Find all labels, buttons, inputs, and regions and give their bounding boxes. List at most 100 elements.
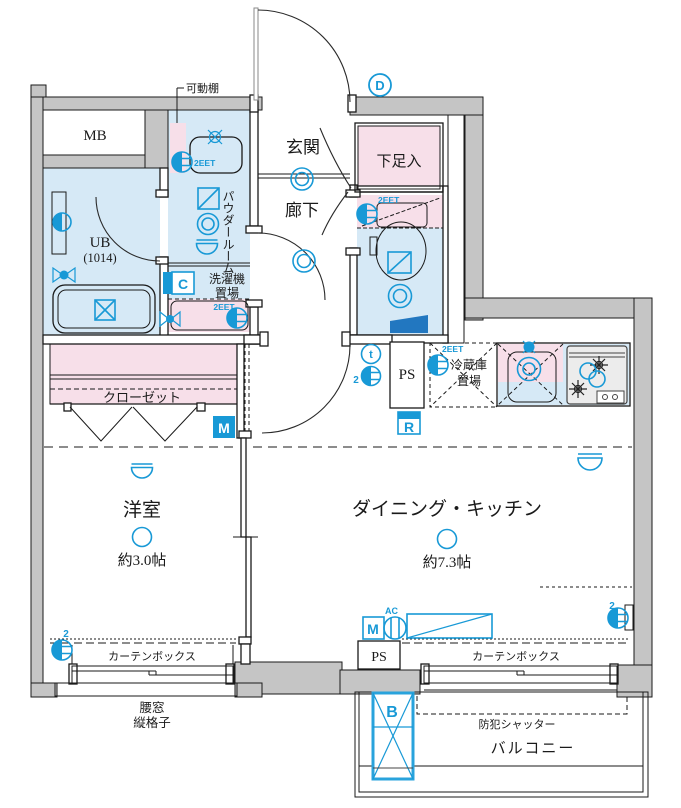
ac-unit-diagonal: [406, 613, 493, 639]
bath-light-fill: [53, 213, 62, 231]
powder-room-door-arc: [257, 232, 326, 301]
water-heater-box: [371, 691, 415, 781]
wall-toilet-right: [442, 185, 449, 344]
entrance-door-leaf: [253, 7, 259, 101]
hall-light-icon: [290, 167, 314, 191]
unit-bath-label: UB: [90, 235, 111, 251]
fridge-label1: 冷蔵庫: [451, 358, 487, 372]
shutter-dashed-box: [416, 696, 628, 715]
mirror-light-icon: [197, 187, 220, 210]
wall-segment: [349, 96, 484, 116]
toilet-floor: [357, 228, 443, 335]
closet: [50, 374, 237, 442]
window-frame: [225, 663, 235, 685]
balcony-label: バルコニー: [491, 741, 576, 757]
fridge-x: [429, 342, 498, 408]
outlet-icon-dk: [607, 607, 629, 629]
wall-segment: [30, 84, 47, 99]
toilet-door-arc: [321, 191, 349, 236]
outlet-icon-west: [51, 639, 73, 661]
b-badge-letter: B: [386, 704, 398, 721]
outlet-icon-toilet: [356, 203, 378, 225]
unit-bath-size: (1014): [83, 251, 116, 265]
wall-segment: [30, 682, 58, 698]
bath-counter: [51, 191, 67, 255]
r-badge-letter: R: [404, 419, 414, 435]
stove-panel: [596, 390, 625, 404]
waist-window-label: 腰窓: [139, 700, 164, 715]
window-frame: [609, 663, 619, 685]
unit-bath-floor: [43, 168, 160, 337]
eet-label-powder: 2EET: [194, 158, 216, 168]
folding-door: [69, 406, 133, 442]
entrance-door-frame: [347, 94, 357, 113]
wall-segment: [339, 669, 421, 695]
movable-shelf-label: 可動棚: [186, 81, 219, 95]
balcony: [354, 691, 649, 798]
t-badge-circle: [360, 343, 382, 365]
basin-faucet-icon: [207, 129, 223, 145]
electric-symbols: [51, 151, 634, 661]
hallway-label: 廊下: [285, 201, 319, 220]
sliding-door-frame: [238, 430, 252, 439]
hall-light2-icon-inner: [296, 253, 312, 269]
dk-wall-light-icon: [577, 453, 603, 471]
closet-fill: [49, 343, 238, 405]
toilet-light-icon: [387, 251, 412, 274]
walls: [30, 84, 653, 698]
dk-window: [402, 638, 630, 691]
ac-outlet-icon: [383, 616, 407, 640]
burner-icon: [569, 380, 587, 398]
wall-segment: [30, 96, 44, 698]
outlet-icon-nook: [360, 365, 382, 387]
toilet-step: [390, 315, 428, 333]
west-window: [50, 638, 238, 697]
stove-ring-icon: [588, 370, 606, 388]
dk-size: 約7.3帖: [423, 554, 472, 571]
door-frame: [155, 189, 169, 198]
stove-knob: [612, 394, 618, 400]
wall-segment: [464, 114, 484, 321]
outlet-icon-washer: [226, 307, 248, 329]
toilet-bowl: [375, 221, 427, 281]
west-room-light-icon: [131, 526, 153, 548]
wall-hall-dk-right: [345, 334, 393, 345]
hall-light-icon-inner: [294, 171, 310, 187]
mb-label: MB: [83, 128, 106, 144]
wall-closet-right: [236, 343, 245, 439]
eet-label-fridge: 2EET: [442, 344, 464, 354]
outlet-icon-fridge: [427, 354, 449, 376]
lattice-label: 縦格子: [133, 715, 171, 730]
outlet-icon-powder: [171, 151, 193, 173]
labels: MB 可動棚 玄関 下足入 廊下 パウダールーム 洗濯機 置場 UB (1014…: [63, 78, 615, 757]
closet-label: クローゼット: [103, 390, 181, 405]
wall-segment: [234, 682, 263, 698]
count2-label-west: 2: [63, 629, 69, 640]
room-fills: [43, 110, 629, 405]
kitchen: [389, 340, 631, 409]
washer-label2: 置場: [215, 286, 239, 300]
unit-bath: [51, 191, 156, 334]
stove-knob: [602, 394, 608, 400]
balcony-outline: [354, 691, 649, 798]
wall-stub: [240, 643, 251, 665]
fan-icon-inner: [201, 217, 215, 231]
folding-door-frame: [63, 402, 72, 412]
ac-area: [357, 613, 493, 670]
hall-light2-icon: [292, 249, 316, 273]
wall-toilet-left-lower: [349, 247, 358, 336]
eet-label-washer: 2EET: [213, 302, 235, 312]
bathtub-outer: [52, 284, 156, 334]
wall-segment: [42, 96, 263, 111]
dk-light-icon: [436, 528, 458, 550]
kitchen-sink: [507, 351, 557, 403]
western-room-size: 約3.0帖: [118, 552, 167, 569]
bath-drain-icon: [94, 299, 116, 321]
powder-room: [159, 87, 250, 331]
dk-door-arc: [261, 344, 351, 434]
sliding-door-panel: [245, 536, 252, 638]
shoe-cabinet-label: 下足入: [376, 153, 421, 170]
sink-counter-bottom: [498, 382, 563, 405]
dk-label: ダイニング・キッチン: [352, 498, 542, 520]
